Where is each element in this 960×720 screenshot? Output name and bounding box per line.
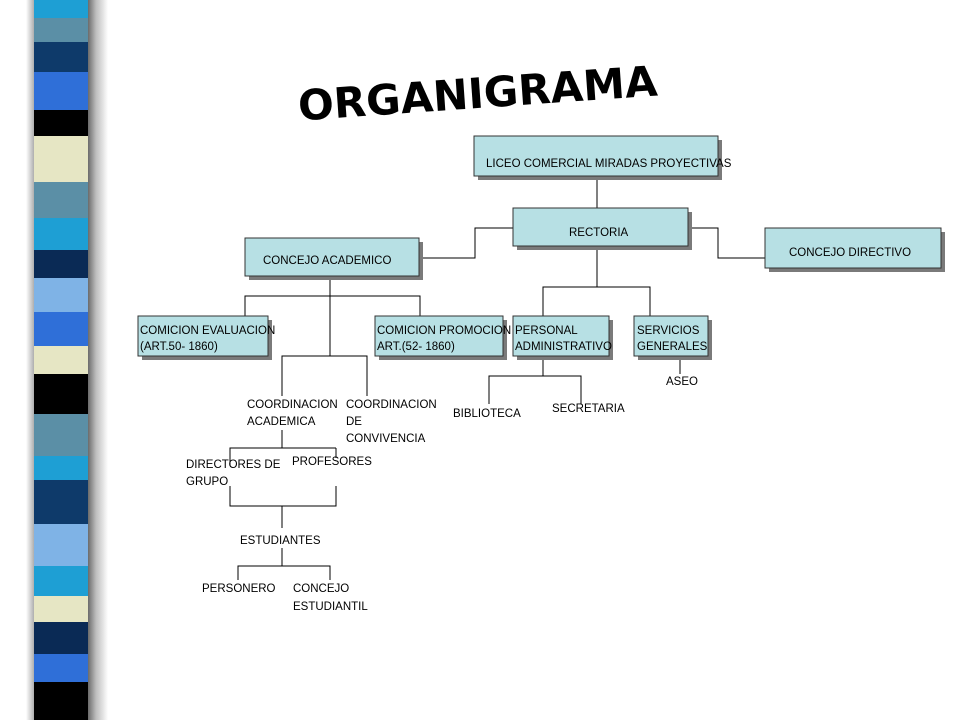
label-coordinacion-academica-line2: ACADEMICA [247,416,316,428]
stripe-band [34,136,96,182]
node-comicion-promocion-line1: COMICION PROMOCION [377,325,511,337]
connector [542,286,651,316]
stripe-bar-shadow [88,0,108,720]
stripe-band [34,312,96,346]
connector [281,355,368,396]
label-coordinacion-convivencia-line3: CONVIVENCIA [346,433,426,445]
node-rectoria-label: RECTORIA [569,227,629,239]
label-aseo: ASEO [666,376,698,388]
stripe-band [34,218,96,250]
connector [237,565,331,580]
connector [420,227,513,259]
stripe-band [34,42,96,72]
connector [488,375,582,404]
svg-text:CONVIVENCIA: CONVIVENCIA [346,433,426,445]
label-coordinacion-convivencia-line1: COORDINACION [346,399,437,411]
node-servicios-generales: SERVICIOS GENERALES [633,315,712,360]
label-coordinacion-convivencia-line2: DE [346,416,362,428]
svg-text:ACADEMICA: ACADEMICA [247,416,316,428]
node-concejo-directivo: CONCEJO DIRECTIVO [764,227,945,272]
svg-text:PERSONAL: PERSONAL [515,325,578,337]
node-rectoria: RECTORIA [512,207,692,250]
label-personero: PERSONERO [202,583,276,595]
svg-text:COORDINACION: COORDINACION [346,399,437,411]
label-directores-de-grupo-line2: GRUPO [186,476,228,488]
svg-text:COORDINACION: COORDINACION [247,399,338,411]
stripe-band [34,278,96,312]
stripe-band [34,72,96,110]
svg-text:(ART.50- 1860): (ART.50- 1860) [140,341,218,353]
node-comicion-evaluacion-line2: (ART.50- 1860) [140,341,218,353]
label-coordinacion-academica-line1: COORDINACION [247,399,338,411]
stripe-band [34,18,96,42]
label-profesores: PROFESORES [292,456,372,468]
svg-text:CONCEJO: CONCEJO [293,583,349,595]
connectors [229,178,765,580]
svg-text:ESTUDIANTIL: ESTUDIANTIL [293,601,368,613]
svg-text:ART.(52- 1860): ART.(52- 1860) [377,341,455,353]
stripe-band [34,622,96,654]
label-directores-de-grupo-line1: DIRECTORES DE [186,459,281,471]
stripe-band [34,596,96,622]
node-servicios-generales-line2: GENERALES [637,341,708,353]
stripe-band [34,374,96,414]
stripe-band [34,0,96,18]
svg-text:DE: DE [346,416,362,428]
node-liceo: LICEO COMERCIAL MIRADAS PROYECTIVAS [473,135,732,180]
node-personal-administrativo: PERSONAL ADMINISTRATIVO [512,315,613,360]
svg-text:COMICION PROMOCION: COMICION PROMOCION [377,325,511,337]
node-concejo-academico: CONCEJO ACADEMICO [244,237,423,280]
stripe-band [34,346,96,374]
label-estudiantes: ESTUDIANTES [240,535,321,547]
stripe-band [34,250,96,278]
stripe-band [34,414,96,456]
node-comicion-promocion-line2: ART.(52- 1860) [377,341,455,353]
node-personal-administrativo-line1: PERSONAL [515,325,578,337]
stripe-band [34,110,96,136]
node-comicion-evaluacion: COMICION EVALUACION (ART.50- 1860) [137,315,275,360]
stripe-bar-edge [26,0,36,720]
stripe-band [34,566,96,596]
page-title: ORGANIGRAMA [296,58,659,128]
label-secretaria: SECRETARIA [552,403,625,415]
stripe-band [34,654,96,682]
svg-text:GENERALES: GENERALES [637,341,708,353]
connector [244,295,421,316]
connector [229,486,337,507]
svg-text:COMICION EVALUACION: COMICION EVALUACION [140,325,275,337]
stripe-band [34,456,96,480]
svg-text:DIRECTORES DE: DIRECTORES DE [186,459,281,471]
stripe-band [34,682,96,720]
node-concejo-directivo-label: CONCEJO DIRECTIVO [789,247,911,259]
connector [688,227,765,259]
svg-text:ADMINISTRATIVO: ADMINISTRATIVO [515,341,612,353]
label-concejo-estudiantil-line2: ESTUDIANTIL [293,601,368,613]
svg-text:SERVICIOS: SERVICIOS [637,325,700,337]
node-personal-administrativo-line2: ADMINISTRATIVO [515,341,612,353]
decorative-stripe-bar [0,0,108,720]
node-concejo-academico-label: CONCEJO ACADEMICO [263,255,391,267]
svg-text:GRUPO: GRUPO [186,476,228,488]
label-concejo-estudiantil-line1: CONCEJO [293,583,349,595]
node-comicion-evaluacion-line1: COMICION EVALUACION [140,325,275,337]
node-servicios-generales-line1: SERVICIOS [637,325,700,337]
node-comicion-promocion: COMICION PROMOCION ART.(52- 1860) [374,315,511,360]
stripe-band [34,480,96,524]
node-liceo-label: LICEO COMERCIAL MIRADAS PROYECTIVAS [486,158,732,170]
label-biblioteca: BIBLIOTECA [453,408,521,420]
stripe-band [34,182,96,218]
connector [229,447,336,466]
stripe-band [34,524,96,566]
